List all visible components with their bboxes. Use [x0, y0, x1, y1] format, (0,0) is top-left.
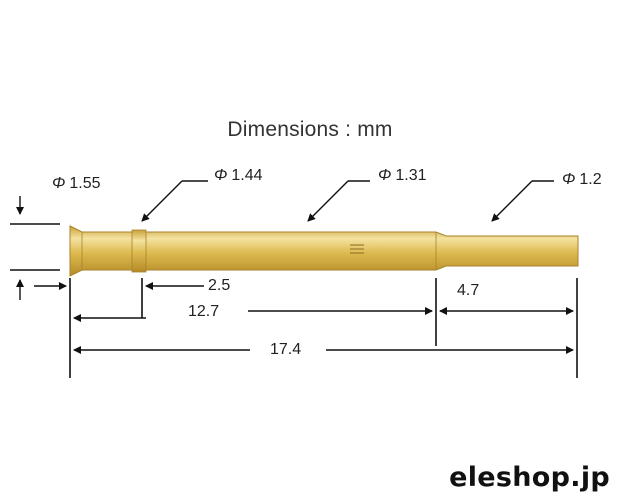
diagram-title: Dimensions : mm: [227, 118, 393, 141]
extension-lines: [69, 278, 578, 378]
label-length-17.4: 17.4: [270, 341, 302, 358]
leader-1.2: [491, 180, 554, 222]
pin-body: [69, 225, 579, 277]
pin-collar: [131, 229, 147, 273]
dim-12.7-lines: [73, 307, 433, 322]
brand-logo-text: eleshop.jp: [449, 462, 610, 493]
leader-1.31: [307, 180, 370, 222]
dim-1.55-lines: [10, 196, 60, 300]
label-length-2.5: 2.5: [208, 277, 231, 294]
leader-1.44: [141, 180, 208, 222]
label-length-4.7: 4.7: [457, 282, 480, 299]
pin-mark: [350, 244, 364, 254]
label-length-12.7: 12.7: [188, 303, 220, 320]
